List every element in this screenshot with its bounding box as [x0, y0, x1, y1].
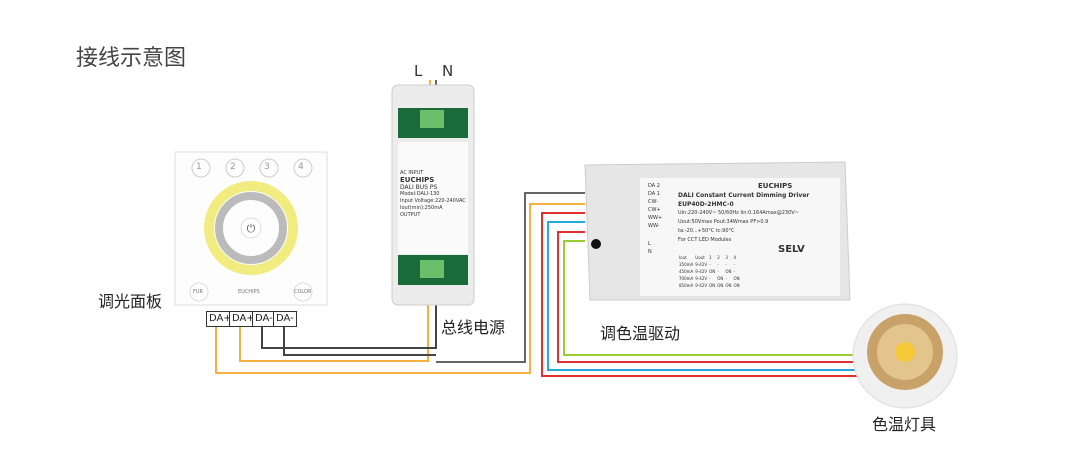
- ps-input-label: AC INPUT: [400, 170, 424, 176]
- panel-button-1[interactable]: 1: [196, 162, 202, 172]
- svg-text:⏻: ⏻: [247, 222, 256, 235]
- driver-terminals: DA 2 DA 1 CW- CW+ WW+ WW- L N: [648, 182, 662, 256]
- panel-button-4[interactable]: 4: [298, 162, 304, 172]
- driver-spec: For CCT LED Modules: [678, 237, 732, 243]
- driver-to-lamp-wires: [541, 212, 870, 377]
- driver-terminal: N: [648, 249, 652, 255]
- driver-terminal: DA 1: [648, 191, 660, 197]
- selv-mark: SELV: [778, 244, 805, 255]
- label-cct-lamp: 色温灯具: [872, 415, 937, 434]
- driver-terminal: L: [648, 241, 651, 247]
- panel-button-2[interactable]: 2: [230, 162, 236, 172]
- driver-terminal: DA 2: [648, 183, 660, 189]
- panel-button-3[interactable]: 3: [264, 162, 270, 172]
- driver-terminal: WW+: [648, 215, 663, 221]
- color-ring-outer: [204, 181, 298, 275]
- ps-model: Model:DALI-130: [400, 191, 440, 197]
- driver-brand: EUCHIPS: [758, 182, 793, 190]
- ps-label: AC INPUT EUCHIPS DALI BUS PS Model:DALI-…: [400, 170, 466, 219]
- panel-brand: EUCHIPS: [238, 289, 260, 295]
- driver-terminal: WW-: [648, 223, 660, 229]
- panel-buttons: [191, 158, 313, 178]
- page-title: 接线示意图: [76, 46, 187, 71]
- driver-name: DALI Constant Current Dimming Driver: [678, 192, 810, 199]
- label-bus-power: 总线电源: [441, 318, 506, 337]
- driver-spec: Uout:50Vmax Pout:34Wmax PF>0.9: [678, 219, 769, 225]
- driver-spec: ta:-20...+50°C tc:90°C: [678, 228, 735, 234]
- label-L: L: [414, 62, 423, 80]
- panel-fur-button[interactable]: FUR: [193, 289, 204, 295]
- driver-model: EUP40D-2HMC-0: [678, 201, 734, 208]
- driver-terminal: CW-: [648, 199, 659, 205]
- driver-terminal: CW+: [648, 207, 661, 213]
- color-ring-inner: [215, 192, 287, 264]
- label-dimming-panel: 调光面板: [98, 292, 163, 311]
- driver-label: EUCHIPS DALI Constant Current Dimming Dr…: [678, 182, 809, 245]
- ps-output: OUTPUT: [400, 212, 421, 218]
- panel-color-button[interactable]: COLOR: [294, 289, 312, 295]
- power-button: [240, 217, 262, 239]
- driver-spec: Uin:220-240V~ 50/60Hz Iin:0.164Amax@230V…: [678, 210, 799, 216]
- ps-name: DALI BUS PS: [400, 184, 438, 191]
- ps-brand: EUCHIPS: [400, 176, 435, 184]
- bus-wires: [215, 192, 585, 374]
- label-cct-driver: 调色温驱动: [600, 324, 681, 343]
- ps-input-voltage: Input Voltage:220-240VAC: [400, 198, 466, 204]
- terminal-da-minus-2: DA-: [273, 311, 297, 327]
- label-N: N: [442, 62, 454, 80]
- ps-iout: Iout(min):250mA: [400, 205, 443, 211]
